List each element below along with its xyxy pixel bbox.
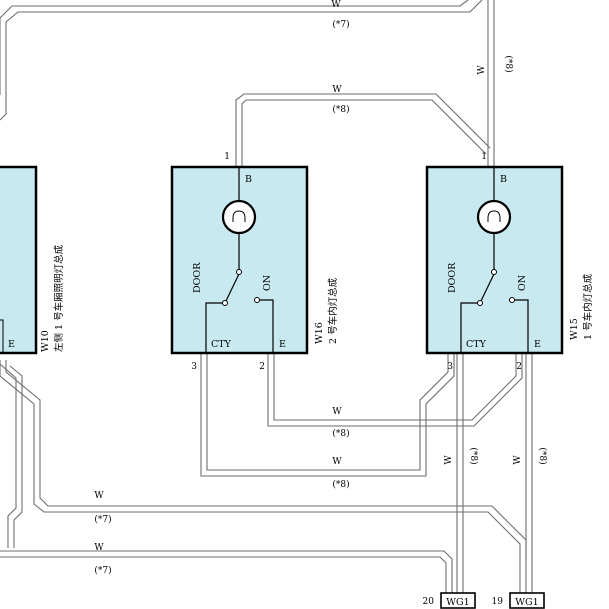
wire-note-label: (*7)	[94, 514, 111, 525]
wire-note-label: (*7)	[94, 565, 111, 576]
wire-note-label: (*8)	[332, 104, 349, 115]
w16-door-label: DOOR	[192, 262, 203, 293]
wire-left-to-wg1-20	[0, 363, 453, 593]
wire-color-label: W	[477, 65, 487, 75]
wire-w15-pin3-to-wg1-20	[456, 354, 464, 593]
wire-color-label: W	[332, 407, 342, 417]
w15-pin2: 2	[516, 362, 522, 372]
w10-pin-e-label: E	[8, 339, 15, 350]
lamp-bulb-icon	[476, 199, 512, 235]
wire-note-label: (*8)	[537, 447, 548, 464]
w16-code-label: W16	[314, 322, 325, 344]
w15-pin1: 1	[481, 152, 487, 162]
connector-wg1-19: 19 WG1	[492, 592, 545, 609]
wire-color-label: W	[94, 543, 104, 553]
w15-name-label: 1 号车内灯总成	[582, 273, 594, 340]
wire-note-label: (*7)	[332, 19, 349, 30]
wire-top-left-loop	[0, 0, 483, 121]
w16-on-label: ON	[262, 275, 273, 291]
w16-pin1: 1	[224, 152, 230, 162]
w16-e-label: E	[279, 339, 286, 350]
lamp-bulb-icon	[221, 199, 257, 235]
wire-w15-pin2-to-wg1-19	[525, 354, 533, 593]
w10-name-label: 左侧 1 号车厢照明灯总成	[53, 244, 65, 352]
w15-b-label: B	[500, 174, 507, 185]
w16-name-label: 2 号车内灯总成	[327, 277, 339, 344]
wire-left-to-wg1-19	[0, 360, 527, 593]
w15-on-label: ON	[517, 275, 528, 291]
w15-pin3: 3	[447, 362, 453, 372]
w15-cty-label: CTY	[466, 339, 487, 350]
wire-labels: W (*7) W (*8) W (*8) W (*8) W (*8) W (*7…	[94, 0, 548, 576]
w16-pin3: 3	[191, 362, 197, 372]
w15-e-label: E	[534, 339, 541, 350]
w10-body	[0, 165, 38, 355]
wire-note-label: (*8)	[503, 55, 514, 72]
wire-note-label: (*8)	[332, 479, 349, 490]
wire-w15-pin1-vertical	[487, 0, 495, 168]
connector-pin-number: 20	[423, 597, 435, 607]
w15-code-label: W15	[569, 318, 580, 340]
w16-cty-label: CTY	[211, 339, 232, 350]
w15-door-label: DOOR	[447, 262, 458, 293]
w16-pin2: 2	[259, 362, 265, 372]
w10-code-label: W10	[40, 330, 51, 352]
connector-pin-number: 19	[492, 597, 504, 607]
wire-color-label: W	[331, 0, 341, 10]
connector-name: WG1	[446, 597, 469, 608]
component-w15: B DOOR ON CTY E 1 3 2 W15 1 号车内灯总成	[425, 152, 594, 372]
wire-color-label: W	[94, 491, 104, 501]
wire-color-label: W	[332, 457, 342, 467]
w16-b-label: B	[245, 174, 252, 185]
wire-w16-pin3-to-w15-pin3	[200, 354, 455, 477]
wire-color-label: W	[513, 455, 523, 465]
component-w10: E W10 左侧 1 号车厢照明灯总成	[0, 165, 65, 355]
wire-color-label: W	[444, 455, 454, 465]
component-w16: B DOOR ON CTY E 1 3 2 W16 2 号车内灯总成	[170, 152, 339, 372]
wire-w16-w15-pin1	[235, 93, 491, 168]
wire-note-label: (*8)	[332, 428, 349, 439]
connector-name: WG1	[515, 597, 538, 608]
connector-wg1-20: 20 WG1	[423, 592, 476, 609]
wire-color-label: W	[332, 85, 342, 95]
wire-note-label: (*8)	[468, 447, 479, 464]
wire-w16-pin2-to-w15-pin2	[267, 354, 523, 427]
